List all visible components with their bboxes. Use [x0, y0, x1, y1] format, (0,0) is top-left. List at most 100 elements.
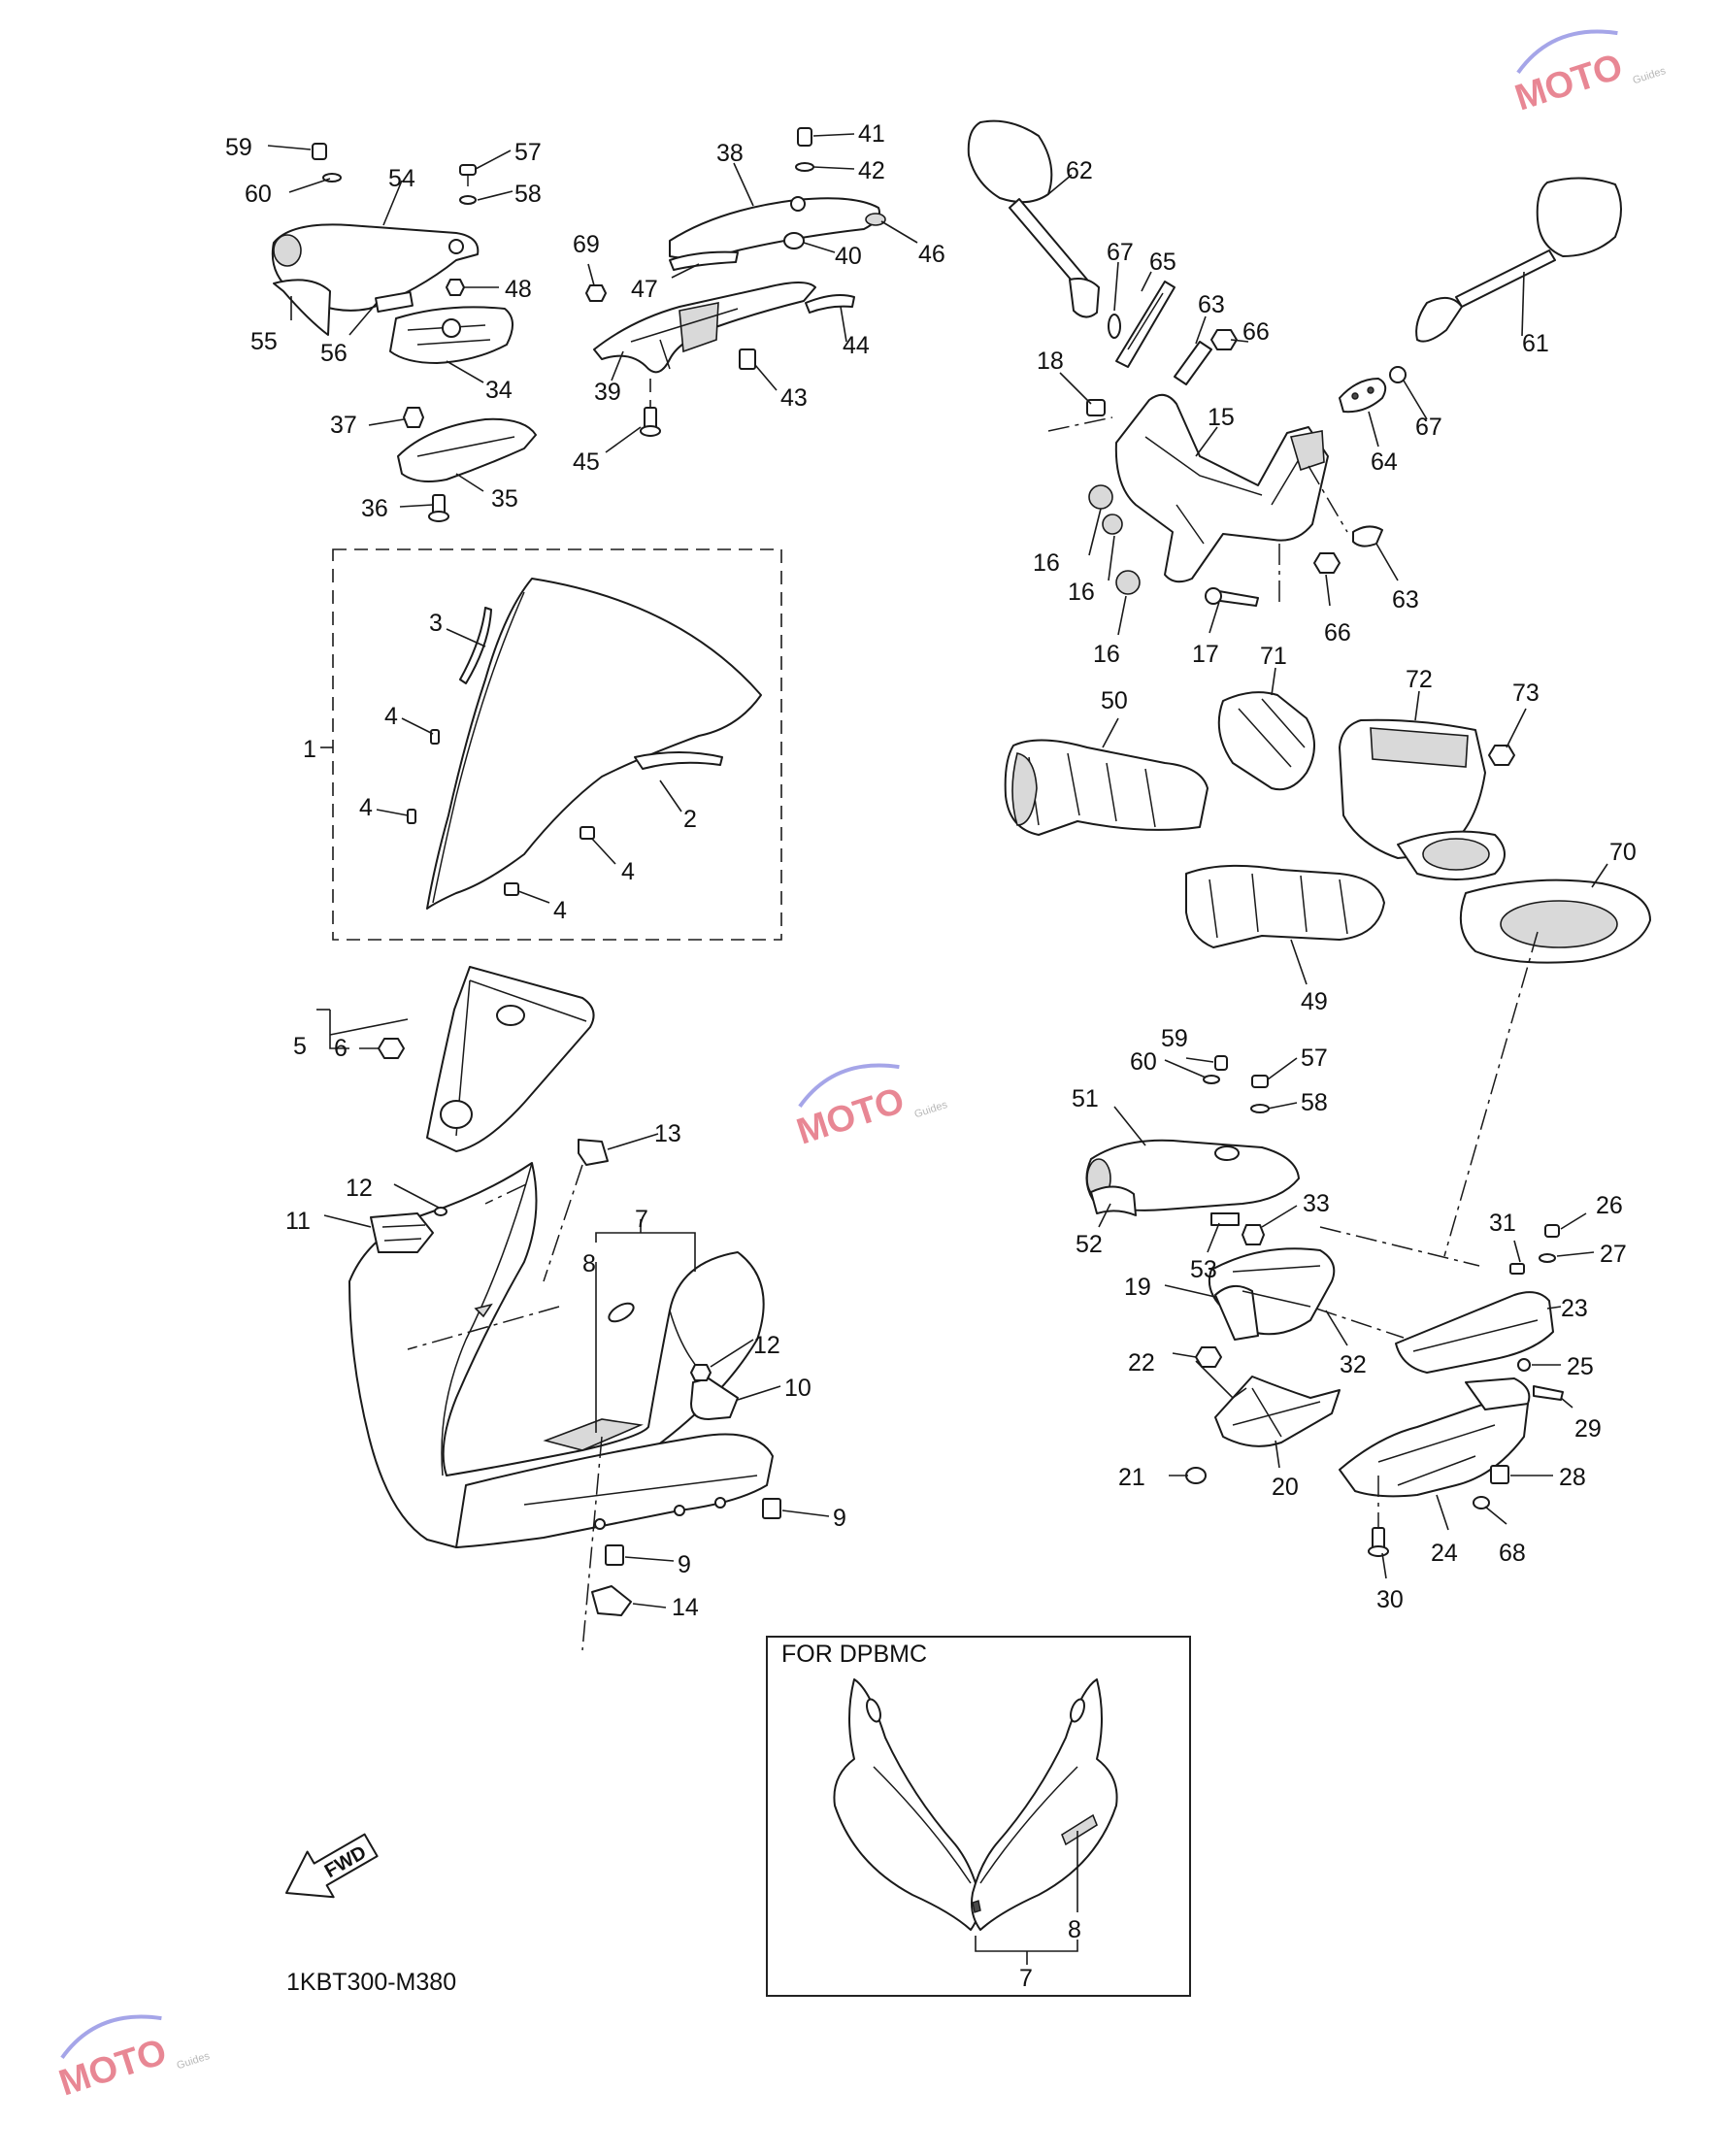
- part-64-plate: [1339, 378, 1387, 414]
- part-60-washer-right: [1203, 1075, 1220, 1084]
- callout-50: 50: [1101, 687, 1128, 714]
- callout-3: 3: [429, 610, 443, 637]
- callout-61: 61: [1522, 330, 1549, 357]
- callout-4: 4: [384, 703, 398, 730]
- diagram-code: 1KBT300-M380: [286, 1969, 456, 1996]
- watermark-sub: Guides: [176, 2050, 212, 2072]
- part-24-lower-cover: [1339, 1395, 1529, 1498]
- part-46: [865, 213, 886, 226]
- callout-25: 25: [1567, 1353, 1594, 1380]
- part-group-air-ducts: [1004, 667, 1651, 1257]
- part-43-clip: [739, 348, 756, 370]
- callout-7: 7: [635, 1206, 648, 1233]
- callout-65: 65: [1149, 249, 1176, 276]
- callout-4: 4: [621, 858, 635, 885]
- callout-13: 13: [654, 1120, 681, 1147]
- callout-46: 46: [918, 241, 945, 268]
- callout-59: 59: [225, 134, 252, 161]
- part-20-bracket: [1214, 1376, 1341, 1447]
- part-28-clip: [1490, 1465, 1509, 1484]
- windshield-kit-box: [332, 548, 782, 941]
- part-63-plate-right: [1352, 525, 1383, 547]
- callout-2: 2: [683, 806, 697, 833]
- part-group-inner-cover-right: [1085, 1055, 1595, 1579]
- watermark-brand: MOTO: [792, 1080, 910, 1153]
- callout-30: 30: [1376, 1586, 1404, 1613]
- callout-4: 4: [359, 794, 373, 821]
- callout-21: 21: [1118, 1464, 1145, 1491]
- callout-15: 15: [1208, 404, 1235, 431]
- callout-70: 70: [1609, 839, 1637, 866]
- part-47-strip: [669, 250, 739, 271]
- part-27-washer: [1539, 1253, 1556, 1263]
- watermark-logo-center: MOTO Guides: [792, 1063, 949, 1153]
- callout-43: 43: [780, 384, 808, 412]
- callout-16: 16: [1068, 579, 1095, 606]
- part-4-grommet-b: [407, 809, 416, 824]
- callout-1: 1: [303, 736, 316, 763]
- part-49-duct: [1185, 864, 1385, 948]
- part-23-plate: [1395, 1291, 1554, 1374]
- part-53: [1210, 1212, 1240, 1226]
- variant-decal: [1061, 1813, 1098, 1846]
- callout-14: 14: [672, 1594, 699, 1621]
- part-37-nut: [403, 407, 424, 428]
- part-14-clip: [591, 1585, 632, 1616]
- callout-47: 47: [631, 276, 658, 303]
- callout-29: 29: [1574, 1415, 1602, 1443]
- part-29-strip: [1533, 1385, 1564, 1401]
- callout-4: 4: [553, 897, 567, 924]
- callout-63: 63: [1198, 291, 1225, 318]
- callout-16: 16: [1033, 549, 1060, 577]
- part-4-grommet-d: [504, 882, 519, 896]
- fwd-arrow-icon: [285, 1833, 379, 1899]
- callout-68: 68: [1499, 1540, 1526, 1567]
- callout-37: 37: [330, 412, 357, 439]
- watermark-logo-top-right: MOTO Guides: [1510, 29, 1668, 119]
- part-9-clip-a: [762, 1498, 781, 1519]
- part-1-windshield: [426, 578, 762, 910]
- callout-27: 27: [1600, 1241, 1627, 1268]
- callout-10: 10: [784, 1375, 811, 1402]
- callout-33: 33: [1303, 1190, 1330, 1217]
- watermark-sub: Guides: [1632, 65, 1668, 86]
- part-59-screw: [312, 143, 327, 160]
- part-15-stay: [1114, 393, 1329, 583]
- part-63-plate: [1174, 341, 1212, 385]
- callout-6: 6: [334, 1035, 348, 1062]
- part-group-inner-cover-left: [267, 143, 537, 522]
- callout-57: 57: [514, 139, 542, 166]
- part-69-nut: [585, 284, 607, 302]
- part-12-screw-a: [434, 1207, 447, 1216]
- callout-26: 26: [1596, 1192, 1623, 1219]
- callout-60: 60: [1130, 1048, 1157, 1076]
- part-61-mirror-right: [1536, 177, 1622, 257]
- callout-63: 63: [1392, 586, 1419, 614]
- part-31-grommet: [1509, 1263, 1525, 1275]
- swoosh-icon: [798, 1063, 900, 1108]
- callout-8: 8: [582, 1250, 596, 1277]
- part-group-inner-panel: [316, 966, 595, 1152]
- callout-59: 59: [1161, 1025, 1188, 1052]
- callout-32: 32: [1340, 1351, 1367, 1378]
- part-10-bracket: [690, 1377, 739, 1420]
- part-57-screw: [459, 164, 477, 176]
- part-group-main-cowl: [323, 1133, 830, 1651]
- callout-22: 22: [1128, 1349, 1155, 1377]
- callout-18: 18: [1037, 348, 1064, 375]
- part-50-duct: [1004, 739, 1209, 836]
- callout-45: 45: [573, 448, 600, 476]
- callout-38: 38: [716, 140, 744, 167]
- part-41-screw: [797, 127, 812, 147]
- callout-62: 62: [1066, 157, 1093, 184]
- callout-9: 9: [833, 1505, 846, 1532]
- callout-67: 67: [1415, 414, 1442, 441]
- part-7-lower-lip: [455, 1433, 774, 1548]
- variant-box-dpbmc: FOR DPBMC: [766, 1636, 1191, 1997]
- callout-54: 54: [388, 165, 415, 192]
- callout-66: 66: [1324, 619, 1351, 647]
- part-48-nut: [446, 279, 465, 296]
- part-54-end: [273, 234, 302, 267]
